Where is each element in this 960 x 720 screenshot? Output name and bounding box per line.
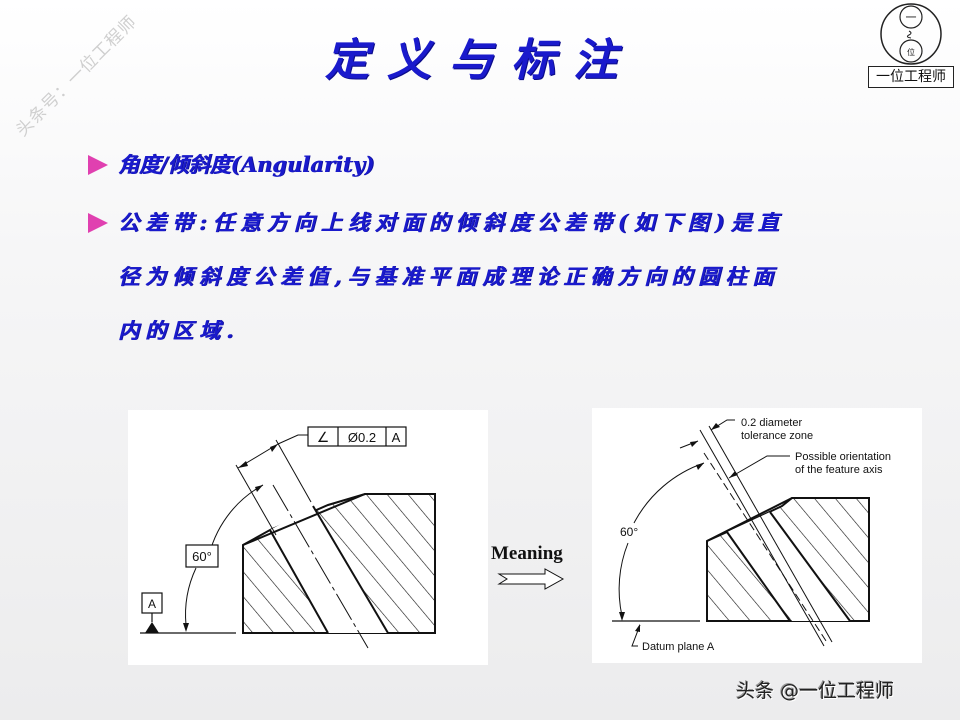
angularity-drawing-figure: ∠ Ø0.2 A 60° A [128,410,488,665]
bullet-line-1: 公差带:任意方向上线对面的倾斜度公差带(如下图)是直 [118,210,785,235]
page-title: 定义与标注 [325,35,635,86]
bullet-tolerance-zone: 公差带:任意方向上线对面的倾斜度公差带(如下图)是直 径为倾斜度公差值,与基准平… [88,196,898,358]
bullet-text: 角度/倾斜度(Angularity) [118,152,375,177]
zone-callout-line-1: 0.2 diameter [741,417,802,429]
logo: 一 位 一位工程师 [864,2,958,90]
bullet-arrow-icon [88,154,108,175]
bullet-angularity: 角度/倾斜度(Angularity) [88,138,375,192]
fcf-datum: A [392,430,401,445]
datum-label: A [148,597,156,611]
bullet-arrow-icon [88,212,108,233]
footer-attribution: 头条 @一位工程师 [736,680,895,702]
meaning-label: Meaning [491,543,563,564]
axis-callout-line-2: of the feature axis [795,464,883,476]
right-arrow-icon [497,568,565,590]
logo-bottom-char: 位 [907,47,915,57]
angle-label: 60° [192,549,212,564]
fcf-tolerance: Ø0.2 [348,430,376,445]
logo-emblem-icon: 一 位 [880,3,942,65]
logo-label: 一位工程师 [868,66,954,88]
tolerance-zone-meaning-figure: 0.2 diameter tolerance zone Possible ori… [592,408,922,663]
zone-callout-line-2: tolerance zone [741,430,813,442]
axis-callout-line-1: Possible orientation [795,451,891,463]
angle-label: 60° [620,525,638,539]
logo-top-char: 一 [906,12,917,24]
angularity-symbol-icon: ∠ [317,429,330,445]
bullet-line-2: 径为倾斜度公差值,与基准平面成理论正确方向的圆柱面 [118,264,780,289]
datum-plane-label: Datum plane A [642,641,715,653]
bullet-line-3: 内的区域. [118,318,240,343]
